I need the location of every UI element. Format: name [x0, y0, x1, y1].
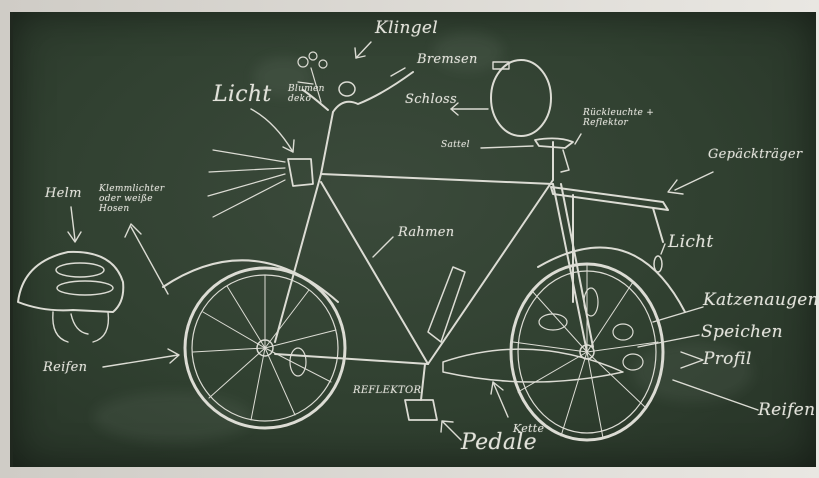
chalkboard: Klingel Bremsen Licht Blumen deko Schlos…: [10, 12, 816, 467]
label-speichen: Speichen: [701, 322, 783, 342]
label-licht-hinten: Licht: [668, 232, 714, 252]
right-fender: [538, 247, 685, 312]
left-wheel-spokes: [193, 275, 336, 420]
label-rahmen: Rahmen: [398, 225, 454, 240]
label-profil: Profil: [703, 349, 752, 369]
label-reifen-links: Reifen: [43, 360, 87, 375]
lock-drawing: [491, 60, 551, 136]
right-wheel: [511, 247, 685, 440]
label-reflektor-hinten: Rückleuchte + Reflektor: [583, 108, 673, 128]
label-katzenaugen: Katzenaugen: [703, 290, 816, 310]
label-helm: Helm: [45, 186, 82, 201]
label-bremsen: Bremsen: [417, 52, 478, 67]
label-reifen-rechts: Reifen: [758, 400, 815, 420]
label-reflektor-pedal: REFLEKTOR: [353, 386, 421, 396]
label-blumen: Blumen deko: [288, 84, 328, 104]
left-fender: [163, 260, 338, 302]
label-schloss: Schloss: [405, 92, 457, 107]
light-beams: [208, 150, 285, 217]
label-licht-front: Licht: [213, 82, 271, 107]
label-sattel: Sattel: [441, 140, 470, 150]
helmet-drawing: [18, 252, 123, 342]
left-wheel: [163, 260, 345, 428]
label-klemmlichter: Klemmlichter oder weiße Hosen: [99, 184, 189, 214]
label-gepaecktraeger: Gepäckträger: [708, 147, 802, 162]
label-klingel: Klingel: [375, 18, 438, 38]
label-kette: Kette: [513, 424, 544, 434]
